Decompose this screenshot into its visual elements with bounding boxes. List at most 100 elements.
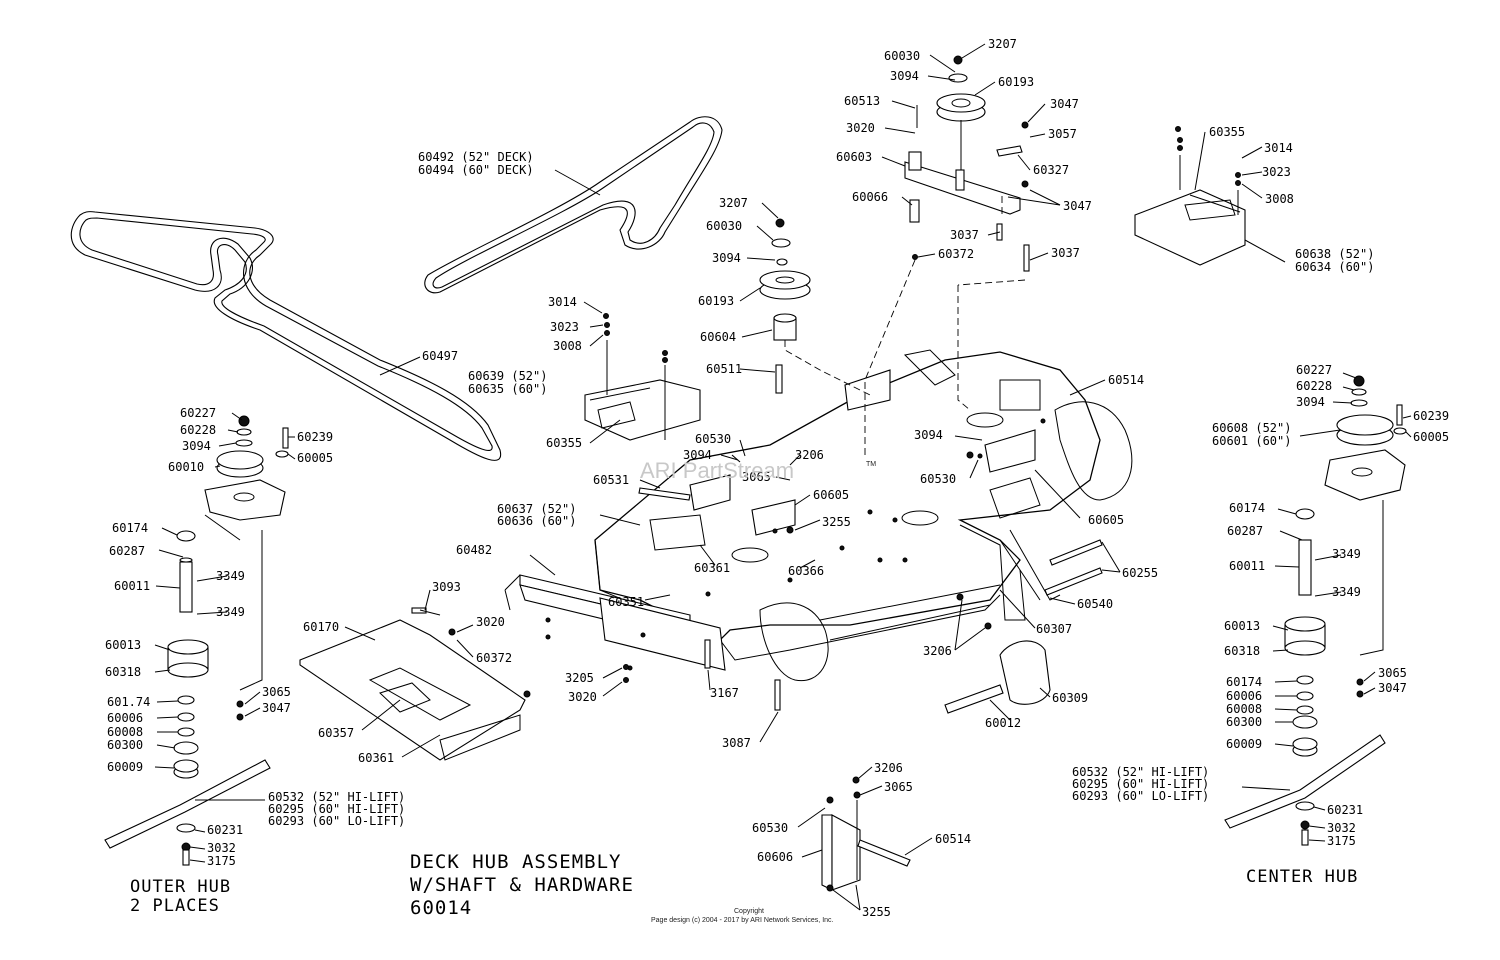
label-3255: 3255	[822, 515, 851, 529]
label-3008: 3008	[553, 339, 582, 353]
label-60514-b: 60514	[935, 832, 971, 846]
outer-hub-caption-1: OUTER HUB	[130, 877, 231, 897]
label-60295: 60295 (60" HI-LIFT)	[268, 802, 405, 816]
label-60293-b: 60293 (60" LO-LIFT)	[1072, 789, 1209, 803]
label-60231: 60231	[207, 823, 243, 837]
label-3065-c: 3065	[884, 780, 913, 794]
label-60255: 60255	[1122, 566, 1158, 580]
label-60605-b: 60605	[1088, 513, 1124, 527]
label-3020: 3020	[846, 121, 875, 135]
label-60227: 60227	[180, 406, 216, 420]
label-60511: 60511	[706, 362, 742, 376]
label-3023: 3023	[550, 320, 579, 334]
label-60355: 60355	[546, 436, 582, 450]
label-60318: 60318	[105, 665, 141, 679]
label-3349-b: 3349	[216, 605, 245, 619]
label-60361: 60361	[694, 561, 730, 575]
label-3349-c: 3349	[1332, 547, 1361, 561]
label-3349: 3349	[216, 569, 245, 583]
cover-60638	[1134, 126, 1246, 266]
label-60530-c: 60530	[752, 821, 788, 835]
label-60372: 60372	[938, 247, 974, 261]
label-3037-b: 3037	[1051, 246, 1080, 260]
label-60634: 60634 (60")	[1295, 260, 1374, 274]
label-60174: 60174	[112, 521, 148, 535]
label-60030-b: 60030	[706, 219, 742, 233]
label-60005: 60005	[297, 451, 333, 465]
outer-hub-caption-2: 2 PLACES	[130, 896, 220, 916]
label-60604: 60604	[700, 330, 736, 344]
label-60482: 60482	[456, 543, 492, 557]
label-3087: 3087	[722, 736, 751, 750]
label-3065-d: 3065	[1378, 666, 1407, 680]
label-3094-c: 3094	[683, 448, 712, 462]
label-3065: 3065	[742, 470, 771, 484]
label-60013: 60013	[105, 638, 141, 652]
label-60355-b: 60355	[1209, 125, 1245, 139]
deck-hardware	[419, 451, 1103, 711]
idler-pulley-60193	[759, 218, 871, 396]
label-3065-b: 3065	[262, 685, 291, 699]
label-60193: 60193	[998, 75, 1034, 89]
label-60287-b: 60287	[1227, 524, 1263, 538]
label-60239-b: 60239	[1413, 409, 1449, 423]
label-60637: 60637 (52")	[497, 502, 576, 516]
label-60005-b: 60005	[1413, 430, 1449, 444]
label-60361-b: 60361	[358, 751, 394, 765]
label-60300: 60300	[107, 738, 143, 752]
label-60011: 60011	[114, 579, 150, 593]
label-60351: 60351	[608, 595, 644, 609]
label-60227-b: 60227	[1296, 363, 1332, 377]
label-60174-d: 60174	[1226, 675, 1262, 689]
label-60193-b: 60193	[698, 294, 734, 308]
label-60066: 60066	[852, 190, 888, 204]
baffle-60170	[299, 607, 531, 761]
label-60239: 60239	[297, 430, 333, 444]
label-60608: 60608 (52")	[1212, 421, 1291, 435]
label-60009-b: 60009	[1226, 737, 1262, 751]
label-3023-b: 3023	[1262, 165, 1291, 179]
captions: DECK HUB ASSEMBLY W/SHAFT & HARDWARE 600…	[130, 458, 1357, 924]
label-60011-b: 60011	[1229, 559, 1265, 573]
center-hub-assembly	[1224, 375, 1407, 846]
watermark: ARI PartStream	[640, 458, 794, 483]
label-60638: 60638 (52")	[1295, 247, 1374, 261]
label-3037: 3037	[950, 228, 979, 242]
label-3207: 3207	[988, 37, 1017, 51]
label-60030: 60030	[884, 49, 920, 63]
idler-arm-60603	[864, 55, 1030, 455]
label-60013-b: 60013	[1224, 619, 1260, 633]
belt-60492-60494	[424, 116, 723, 294]
label-60639: 60639 (52")	[468, 369, 547, 383]
label-3206-c: 3206	[874, 761, 903, 775]
label-60006: 60006	[107, 711, 143, 725]
diagram-title-line-1: DECK HUB ASSEMBLY	[410, 851, 621, 873]
label-60307: 60307	[1036, 622, 1072, 636]
label-60228-b: 60228	[1296, 379, 1332, 393]
part-labels: 60492 (52" DECK) 60494 (60" DECK) 60497 …	[105, 37, 1449, 919]
label-3349-d: 3349	[1332, 585, 1361, 599]
label-3167: 3167	[710, 686, 739, 700]
label-60174-b: 601.74	[107, 695, 150, 709]
label-60231-b: 60231	[1327, 803, 1363, 817]
belt-60497	[70, 211, 502, 461]
diagram-title-line-3: 60014	[410, 897, 472, 919]
label-60006-b: 60006	[1226, 689, 1262, 703]
label-60287: 60287	[109, 544, 145, 558]
label-60010: 60010	[168, 460, 204, 474]
label-60530: 60530	[695, 432, 731, 446]
label-60532-b: 60532 (52" HI-LIFT)	[1072, 765, 1209, 779]
label-60228: 60228	[180, 423, 216, 437]
label-3047-b: 3047	[1063, 199, 1092, 213]
leader-lines	[154, 43, 1412, 911]
diagram-title-line-2: W/SHAFT & HARDWARE	[410, 874, 634, 896]
label-3206: 3206	[795, 448, 824, 462]
label-3175-b: 3175	[1327, 834, 1356, 848]
label-60531: 60531	[593, 473, 629, 487]
label-3032: 3032	[207, 841, 236, 855]
copyright-line-2: Page design (c) 2004 - 2017 by ARI Netwo…	[651, 917, 834, 924]
label-3032-b: 3032	[1327, 821, 1356, 835]
label-3020-b: 3020	[476, 615, 505, 629]
spindle-60309	[944, 640, 1051, 714]
